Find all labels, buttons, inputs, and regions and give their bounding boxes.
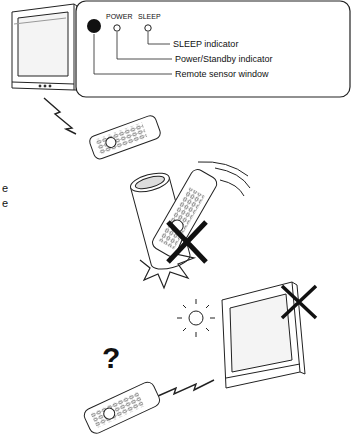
indicator-name: SLEEP [138, 13, 161, 20]
part-label: Power/Standby indicator [175, 55, 273, 64]
indicator-name: POWER [106, 13, 132, 20]
text-fragment: e [2, 183, 8, 194]
part-label: SLEEP indicator [173, 40, 238, 49]
svg-text:?: ? [102, 341, 120, 374]
tv-bottom [222, 282, 316, 388]
drop-scene [129, 162, 250, 288]
text-fragment: e [2, 198, 8, 209]
tv-top [12, 4, 77, 90]
part-label: Remote sensor window [175, 70, 269, 79]
sun [177, 299, 215, 337]
